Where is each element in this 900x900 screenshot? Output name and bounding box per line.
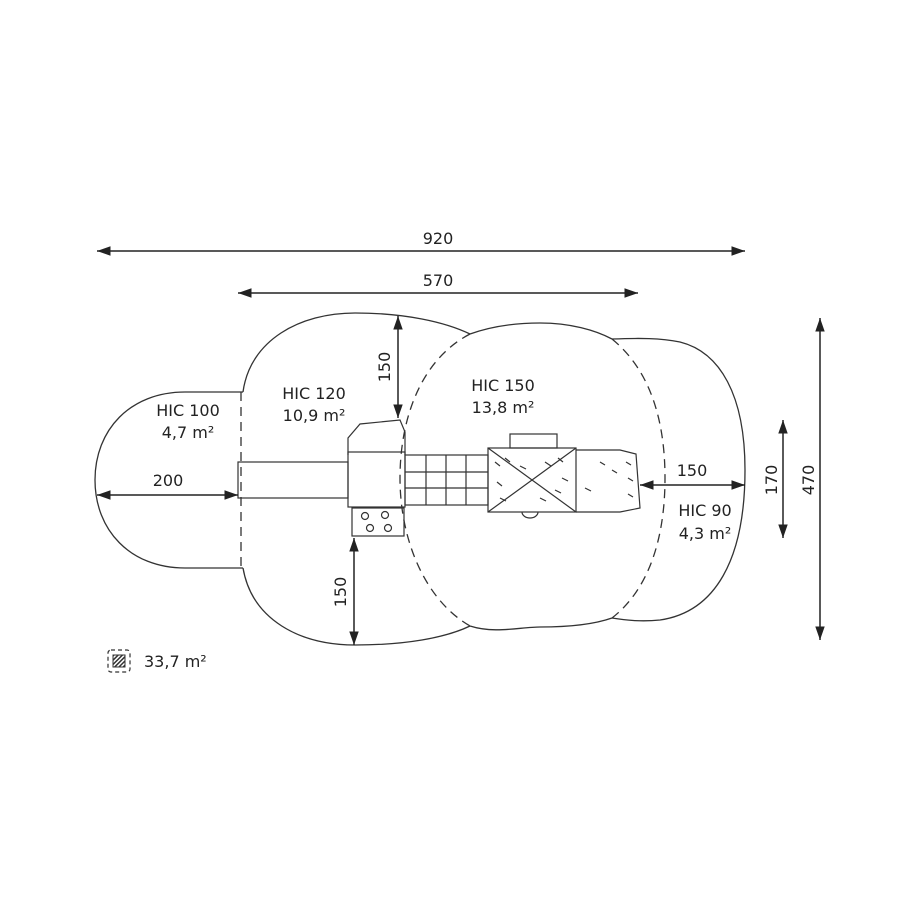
zone-hic100-outline (94, 391, 243, 569)
dim-equipment-width-label: 570 (423, 271, 454, 290)
zone-hic150-outline (469, 322, 613, 631)
play-equipment (237, 419, 641, 537)
dim-left-clearance-label: 200 (153, 471, 184, 490)
zone-hic120-area: 10,9 m² (283, 406, 346, 425)
dim-bottom-clearance-label: 150 (331, 577, 350, 608)
tower-platform (347, 451, 406, 508)
dim-total-depth-label: 470 (799, 465, 818, 496)
legend-total-area: 33,7 m² (144, 652, 207, 671)
zone-hic90-outline (611, 337, 746, 622)
zone-hic90-area: 4,3 m² (679, 524, 732, 543)
climbing-wall-left (351, 507, 405, 537)
dim-right-clearance-label: 150 (677, 461, 708, 480)
tower-roof (347, 419, 406, 455)
zone-hic150-left-boundary (399, 333, 471, 627)
zone-hic90-label: HIC 90 (678, 501, 731, 520)
zone-hic150-label: HIC 150 (471, 376, 535, 395)
dim-hic90-depth-label: 170 (762, 465, 781, 496)
zone-hic120-label: HIC 120 (282, 384, 346, 403)
climbing-wall-right (576, 449, 641, 513)
zone-hic150-area: 13,8 m² (472, 398, 535, 417)
hatched-square-icon (107, 649, 131, 673)
legend: 33,7 m² (107, 649, 207, 673)
dim-total-width-label: 920 (423, 229, 454, 248)
zone-hic100-area: 4,7 m² (162, 423, 215, 442)
zone-hic100-label: HIC 100 (156, 401, 220, 420)
zone-hic150-right-boundary (611, 338, 666, 619)
tower-2-panel (509, 433, 558, 449)
dim-top-clearance-label: 150 (375, 352, 394, 383)
slide (237, 461, 349, 499)
